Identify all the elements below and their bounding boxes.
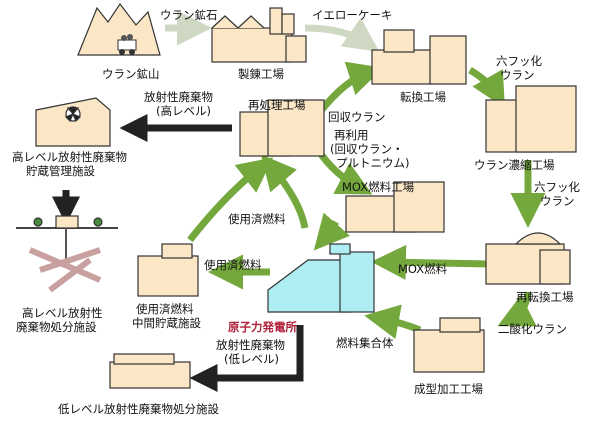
enrichment-icon [485,85,577,153]
arrow-reconversion-to-fabrication [497,291,537,327]
label-interim-storage-2: 中間貯蔵施設 [132,316,201,330]
label-interim-storage-1: 使用済燃料 [136,302,194,316]
label-spent-fuel-storage: 使用済燃料 [204,258,262,272]
label-llw-1: 放射性廃棄物 [216,338,285,352]
arrow-storage-to-reprocessing [187,157,274,243]
label-yellowcake: イエローケーキ [312,8,393,22]
power-plant-icon [267,243,375,313]
uranium-mine-icon [77,2,161,56]
arrow-fabrication-to-plant [364,304,422,339]
label-conversion: 転換工場 [400,90,446,104]
label-uf6-natural-1: 六フッ化 [496,54,542,68]
interim-storage-icon [137,243,199,297]
label-hlw-storage-1: 高レベル放射性廃棄物 [12,150,127,164]
label-fabrication: 成型加工工場 [414,382,483,396]
fabrication-icon [413,317,485,373]
conversion-icon [371,29,467,85]
label-hlw-2: (高レベル) [156,104,211,118]
radiation-icon [64,106,82,123]
label-reprocessing: 再処理工場 [248,98,306,112]
label-reconversion: 再転換工場 [516,290,574,304]
label-hlw-1: 放射性廃棄物 [144,90,213,104]
arrow-mox-to-plant [372,234,376,240]
label-llw-disposal: 低レベル放射性廃棄物処分施設 [58,402,219,416]
reprocessing-icon [239,99,325,157]
label-fuel-assembly: 燃料集合体 [336,336,394,350]
label-enrichment: ウラン濃縮工場 [474,158,555,172]
arrow-refinery-to-conversion [304,17,380,52]
arrow-conversion-to-enrichment [468,66,505,109]
label-spent-fuel-reprocessing: 使用済燃料 [228,212,286,226]
arrow-plant-to-llw-disposal [189,325,304,392]
label-reuse-2: (回収ウラン・ [330,142,404,156]
label-uranium-dioxide: 二酸化ウラン [498,322,567,336]
label-uf6-enriched-2: ウラン [540,194,575,208]
hlw-storage-icon [35,97,111,147]
label-hlw-disposal-1: 高レベル放射性 [22,306,103,320]
label-mox-plant: MOX燃料工場 [342,180,415,194]
arrow-plant-to-reprocessing [260,154,309,229]
label-hlw-disposal-2: 廃棄物処分施設 [16,320,97,334]
llw-disposal-icon [109,353,191,389]
label-reuse-1: 再利用 [334,128,369,142]
label-refinery: 製錬工場 [238,67,284,81]
label-uf6-natural-2: ウラン [500,68,535,82]
hlw-disposal-icon [16,215,118,293]
refinery-icon [211,7,307,63]
arrow-mox-to-plant-2 [313,212,350,251]
label-recovered-uranium: 回収ウラン [328,110,386,124]
label-uranium-mine: ウラン鉱山 [102,67,160,81]
arrow-reconversion-to-plant-mox [371,244,491,280]
label-power-plant: 原子力発電所 [228,320,297,334]
label-uf6-enriched-1: 六フッ化 [534,180,580,194]
reconversion-icon [485,232,571,285]
mox-plant-icon [345,181,445,233]
label-hlw-storage-2: 貯蔵管理施設 [26,164,95,178]
label-llw-2: (低レベル) [224,352,279,366]
label-reuse-3: プルトニウム) [336,156,410,170]
label-mox-fuel: MOX燃料 [398,262,448,276]
label-uranium-ore: ウラン鉱石 [160,8,218,22]
arrow-reprocessing-to-conversion [317,61,384,115]
